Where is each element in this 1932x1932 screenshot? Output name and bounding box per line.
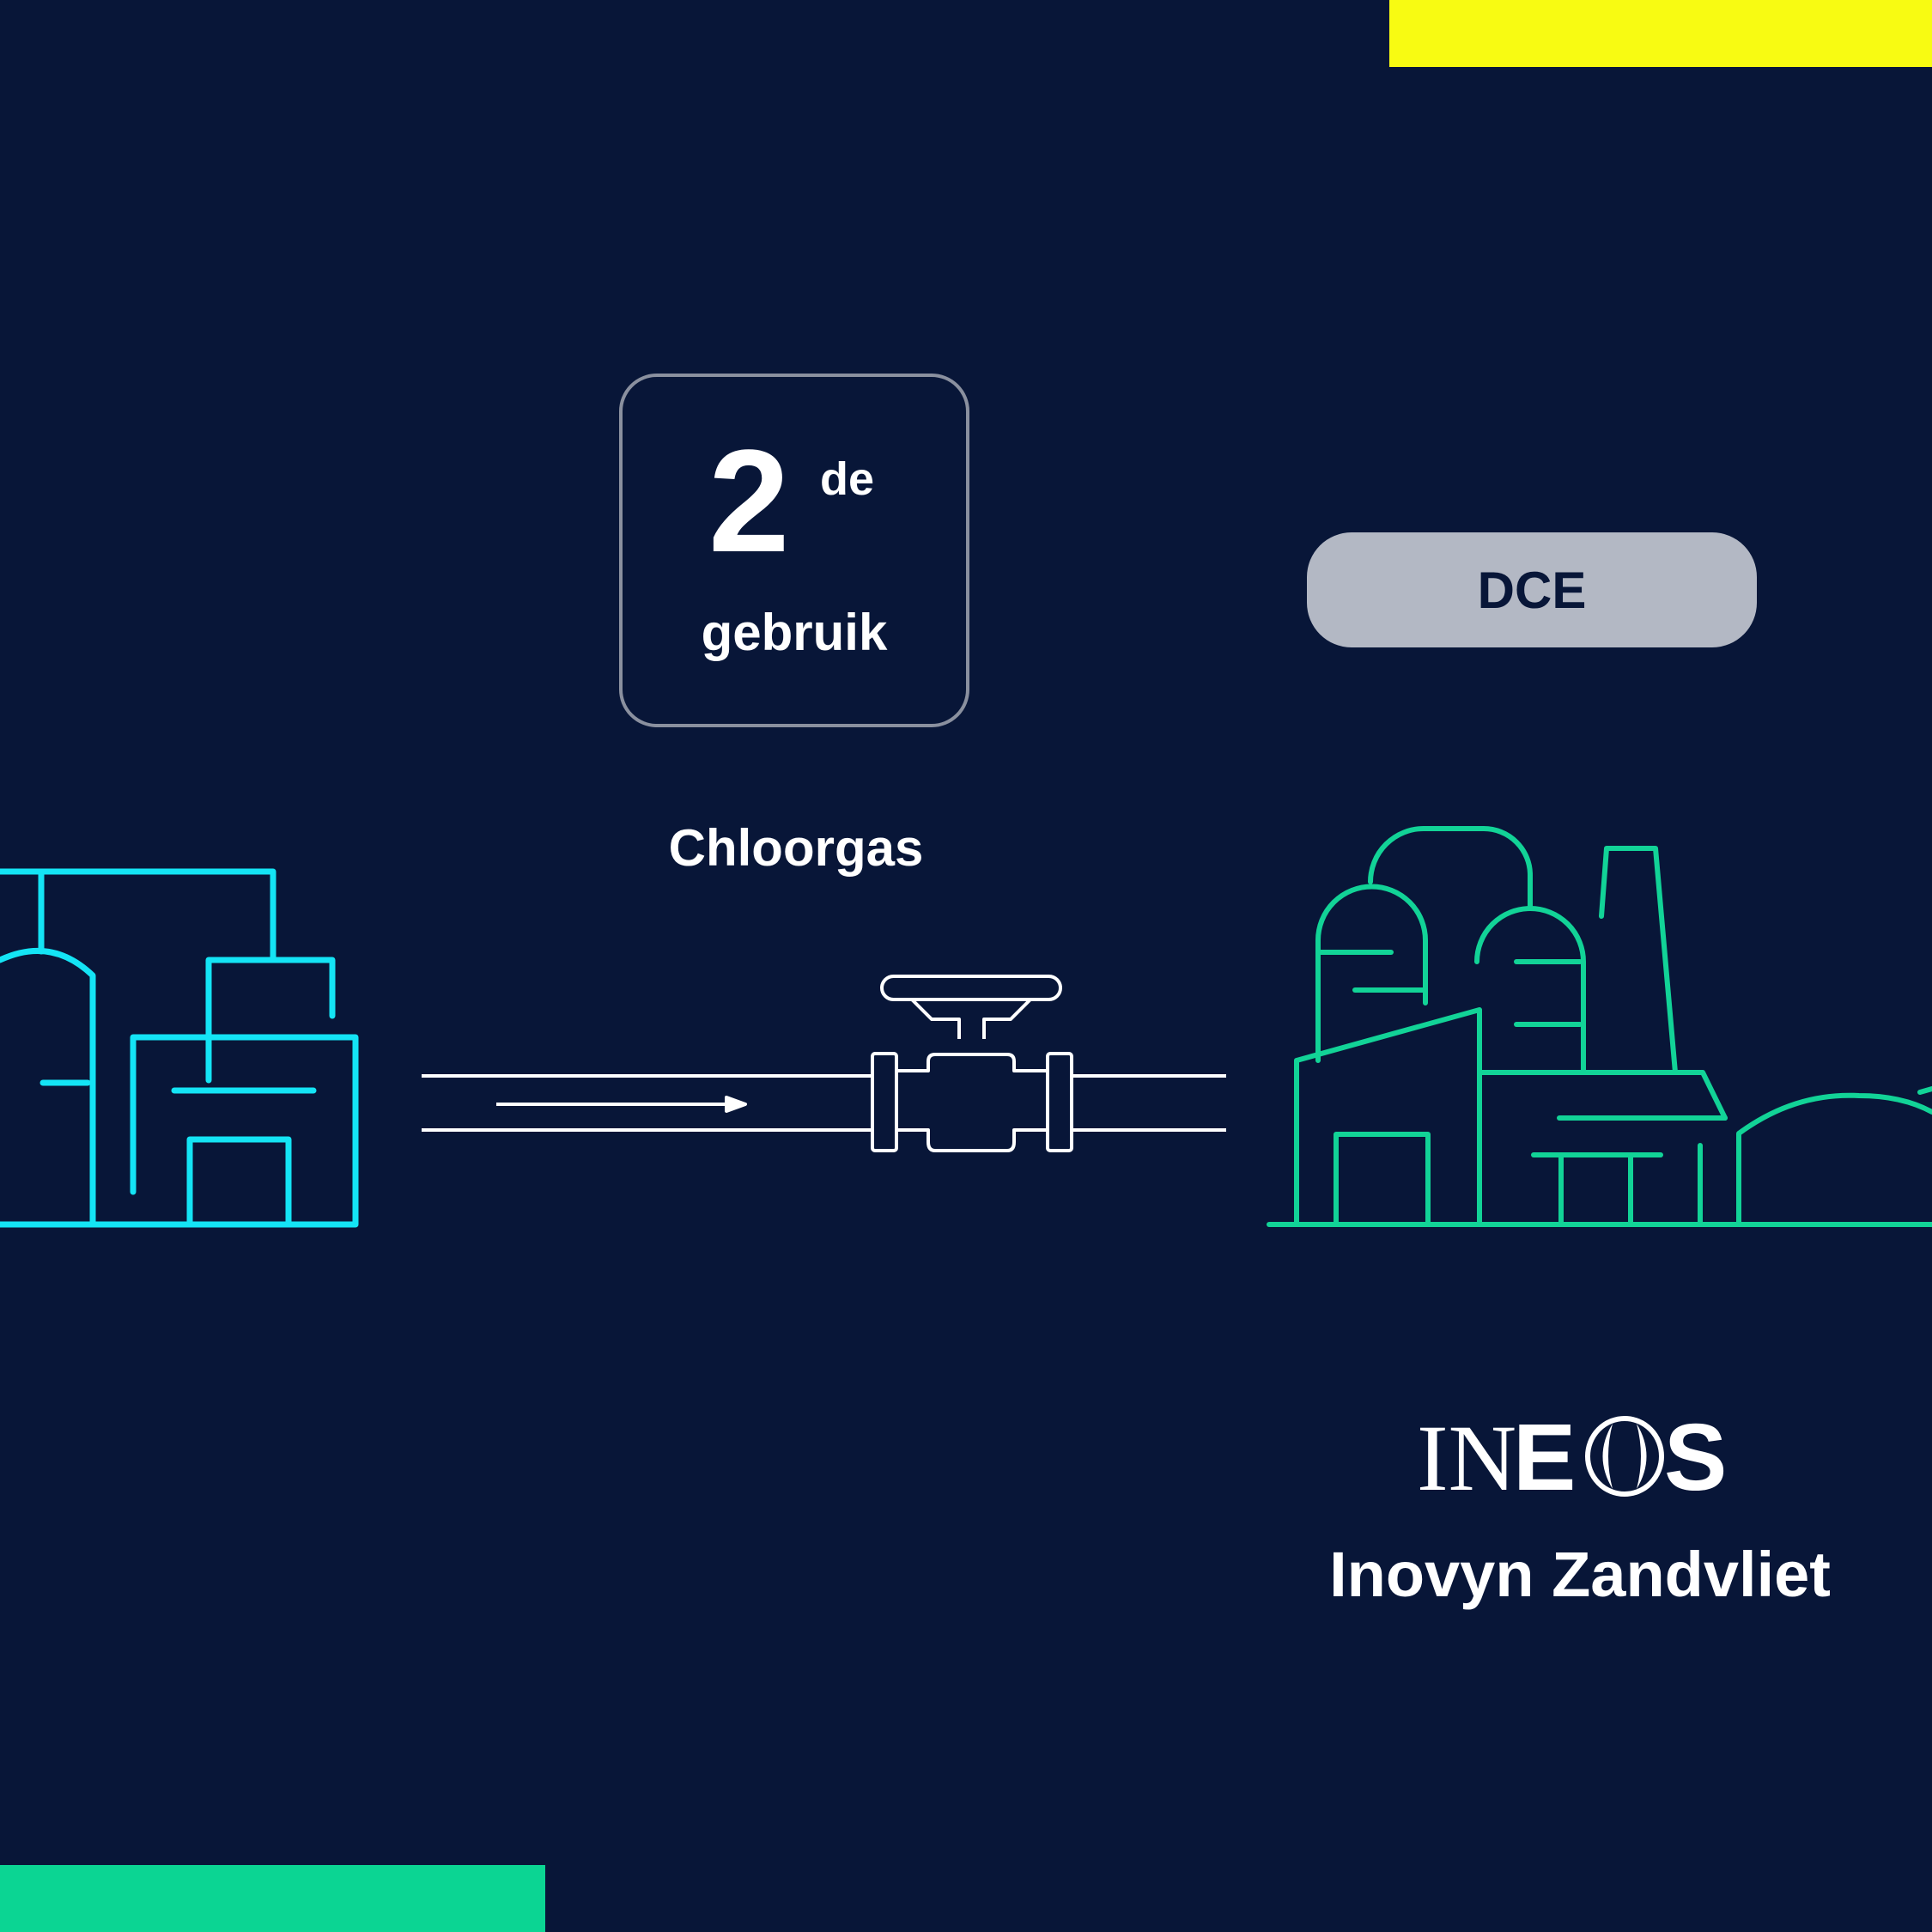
chemical-plant-icon (1267, 826, 1932, 1227)
use-suffix: de (820, 453, 875, 505)
logo-part-bold-s: S (1664, 1408, 1727, 1503)
use-number: 2 (708, 420, 790, 583)
accent-bar-top (1389, 0, 1932, 67)
logo-part-bold-e: E (1513, 1408, 1576, 1503)
ineos-logo: IN E S (1417, 1408, 1727, 1503)
logo-o-ring (1585, 1416, 1664, 1497)
product-pill: DCE (1307, 532, 1757, 647)
flow-label: Chloorgas (668, 819, 924, 877)
plant-name: Inovyn Zandvliet (1329, 1539, 1831, 1610)
pipeline-valve-icon (422, 975, 1226, 1152)
use-label: gebruik (701, 604, 888, 661)
logo-o-right-crescent (1637, 1424, 1647, 1489)
accent-bar-bottom (0, 1865, 545, 1932)
logo-o-left-crescent (1602, 1424, 1613, 1489)
factory-icon (0, 868, 359, 1228)
use-badge: 2 de gebruik (619, 374, 969, 727)
logo-part-serif: IN (1417, 1408, 1516, 1503)
product-label: DCE (1477, 561, 1587, 619)
